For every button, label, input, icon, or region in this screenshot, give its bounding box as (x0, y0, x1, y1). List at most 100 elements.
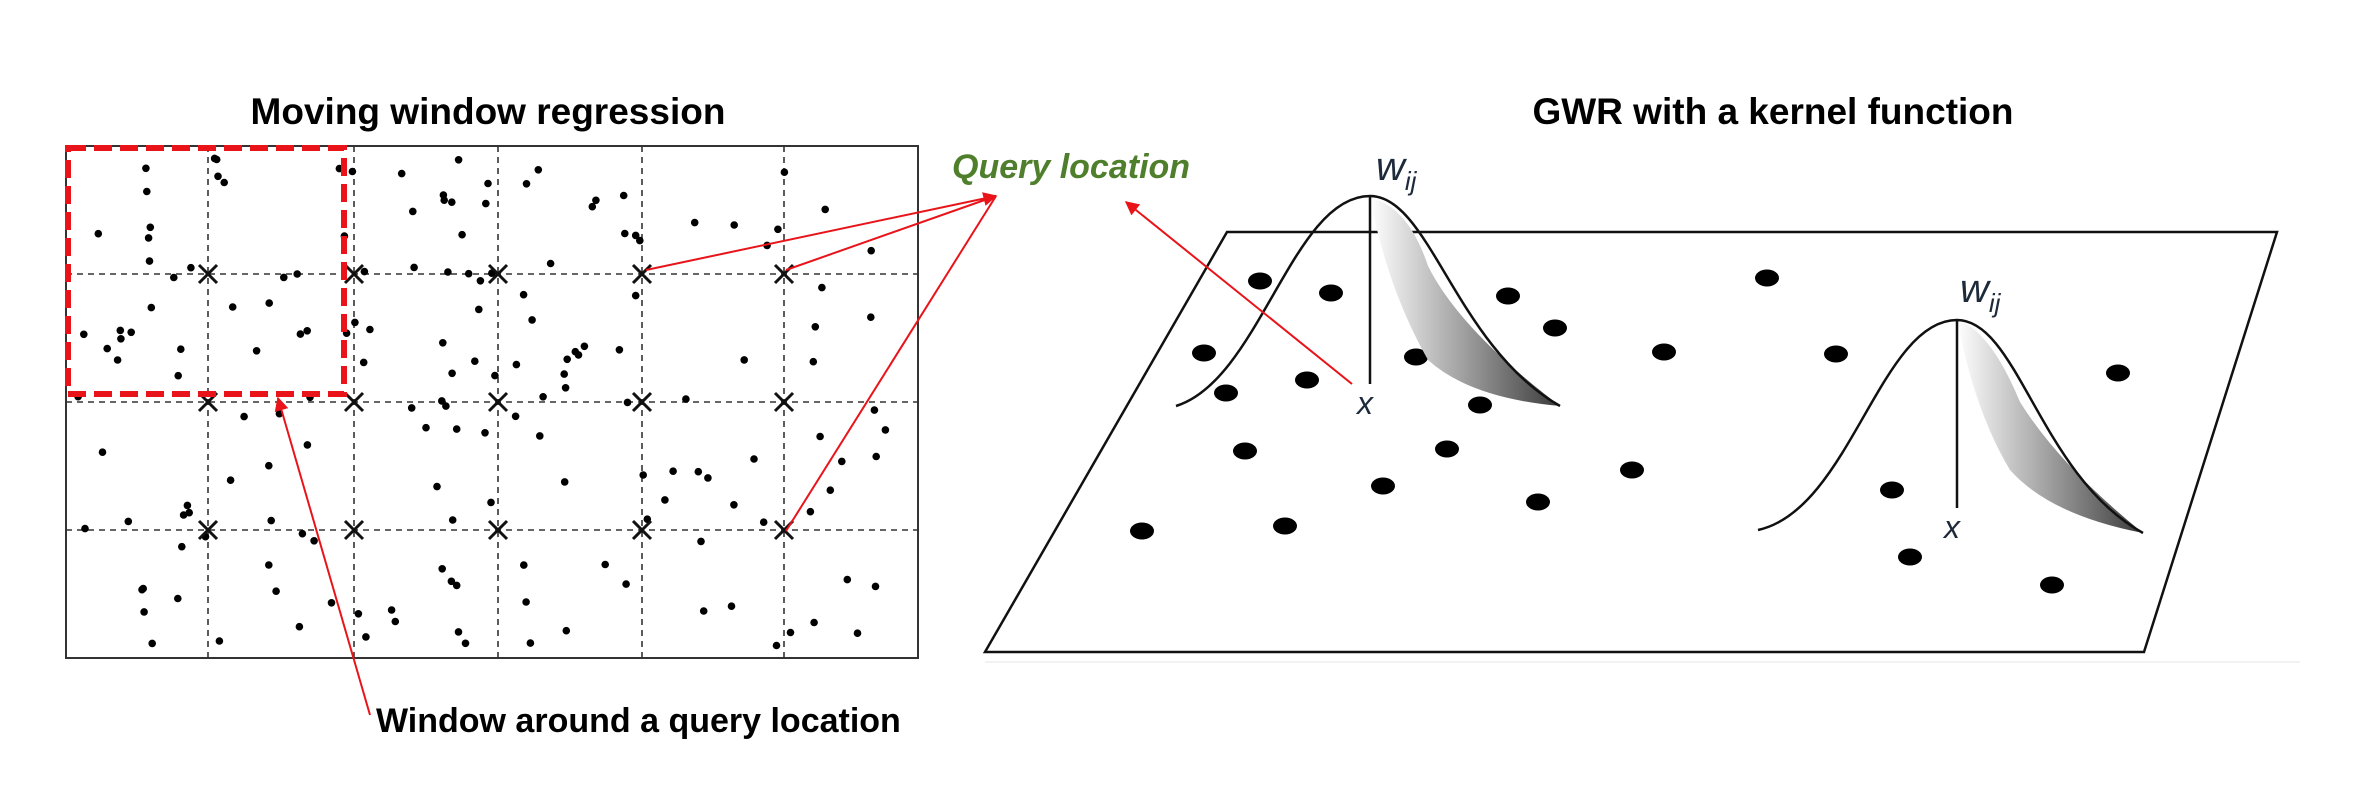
kernel-1-weight-label: wij (1376, 145, 1418, 196)
sample-point (774, 225, 782, 234)
sample-point (522, 598, 530, 606)
sample-point (809, 357, 818, 366)
gwr-sample-point (2106, 364, 2130, 382)
sample-point (240, 412, 248, 421)
sample-point (146, 223, 155, 232)
sample-point (481, 429, 489, 437)
sample-point (806, 507, 815, 516)
sample-point (867, 313, 875, 322)
sample-point (704, 474, 712, 482)
sample-point (360, 267, 369, 276)
sample-point (280, 273, 288, 282)
sample-point (520, 561, 528, 569)
query-location-cross (343, 519, 365, 541)
sample-point (699, 607, 708, 615)
sample-point (560, 370, 568, 378)
sample-point (295, 622, 304, 631)
sample-point (296, 330, 305, 338)
gwr-sample-point (2040, 576, 2064, 594)
gwr-sample-point (1652, 343, 1676, 361)
gwr-sample-point (1371, 477, 1395, 495)
gwr-sample-point (1273, 517, 1297, 535)
sample-point (592, 196, 600, 205)
sample-point (448, 369, 456, 378)
kernel-2-location-label: x (1942, 509, 1961, 545)
sample-point (303, 441, 312, 449)
gwr-sample-point (1526, 493, 1550, 511)
sample-point (140, 608, 148, 616)
query-location-cross (487, 391, 509, 413)
sample-point (272, 587, 280, 595)
query-location-cross (631, 391, 653, 413)
gwr-sample-point (1755, 269, 1779, 287)
sample-point (476, 277, 485, 285)
grid-lines (66, 146, 918, 658)
sample-point (580, 342, 589, 351)
sample-point (228, 303, 237, 311)
sample-point (511, 412, 520, 421)
sample-point (348, 167, 357, 176)
query-location-cross (487, 519, 509, 541)
gwr-sample-point (1295, 371, 1319, 389)
sample-point (464, 269, 473, 278)
sample-point (439, 339, 447, 347)
sample-point (94, 229, 103, 238)
gwr-sample-point (1824, 345, 1848, 363)
sample-point (619, 191, 628, 200)
sample-point (226, 476, 235, 485)
gwr-sample-point (1468, 396, 1492, 414)
sample-point (571, 347, 580, 356)
query-location-cross (197, 263, 219, 285)
sample-point (471, 357, 479, 366)
sample-point (440, 196, 449, 204)
sample-point (293, 270, 302, 278)
query-location-cross (487, 263, 509, 285)
sample-point (298, 529, 307, 538)
sample-point (522, 180, 531, 188)
gwr-sample-point (1880, 481, 1904, 499)
sample-point (452, 581, 461, 590)
query-location-label: Query location (952, 148, 1190, 186)
sample-point (491, 371, 499, 380)
sample-point (562, 626, 571, 635)
sample-point (727, 602, 736, 610)
query-arrows (274, 192, 1353, 716)
sample-point (601, 560, 609, 569)
kernel-2-weight-label: wij (1960, 267, 2002, 318)
sample-point (448, 198, 456, 206)
sample-point (454, 628, 463, 636)
kernel-1-location-label: x (1355, 385, 1374, 421)
sample-point (870, 406, 879, 414)
sample-point (484, 179, 492, 188)
query-location-cross (773, 391, 795, 413)
sample-point (98, 448, 107, 457)
sample-point (310, 537, 318, 545)
sample-point (560, 478, 569, 486)
sample-point (354, 610, 363, 618)
sample-point (561, 384, 570, 392)
query-location-cross (631, 263, 653, 285)
sample-point (438, 565, 447, 573)
sample-point (690, 218, 699, 227)
sample-point (407, 404, 416, 412)
sample-point (448, 516, 457, 524)
sample-point (458, 230, 466, 239)
sample-point (117, 335, 125, 343)
sample-point (730, 501, 738, 509)
sample-point (387, 606, 396, 614)
sample-point (138, 585, 146, 594)
sample-point (265, 461, 273, 470)
study-plane (982, 230, 2279, 654)
arrow-to-cross-1 (645, 195, 997, 271)
kernel-1: wij x (1175, 145, 1561, 421)
sample-point (786, 628, 795, 637)
sample-point (661, 496, 669, 504)
sample-point (454, 156, 463, 164)
sample-point (116, 326, 125, 335)
sample-point (697, 537, 705, 546)
gwr-sample-point (1620, 461, 1644, 479)
gwr-sample-point (1233, 442, 1257, 460)
gwr-kernel-surface: wij x wij x (982, 145, 2279, 654)
sample-point (621, 229, 629, 238)
